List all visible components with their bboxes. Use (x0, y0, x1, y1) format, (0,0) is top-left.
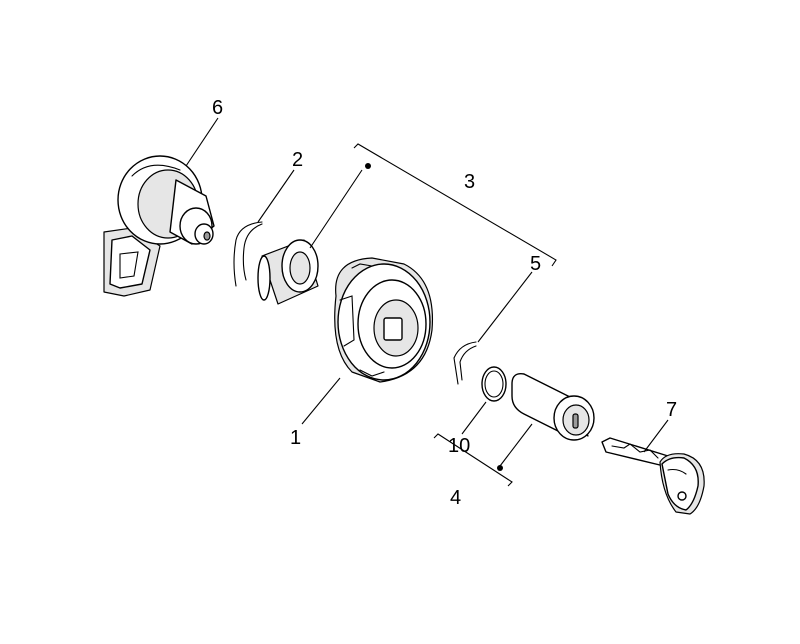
callout-6: 6 (212, 97, 223, 119)
callout-5: 5 (530, 253, 541, 275)
part-7-key (601, 437, 705, 515)
part-5-retaining-clip (453, 341, 477, 385)
callout-numbers: 6 2 3 5 1 10 4 7 (212, 97, 677, 509)
part-4-lock-cylinder (511, 373, 595, 441)
callout-7: 7 (666, 399, 677, 421)
part-10-o-ring (481, 366, 507, 402)
callout-2: 2 (292, 149, 303, 171)
part-2-spring-clip (233, 221, 263, 287)
callout-10: 10 (448, 435, 470, 457)
callout-1: 1 (290, 427, 301, 449)
callout-4: 4 (450, 487, 461, 509)
leader-dot-4 (497, 465, 503, 471)
part-6-ignition-switch (103, 155, 215, 297)
leader-dot-3 (365, 163, 371, 169)
leader-lines (185, 117, 669, 487)
part-1-lock-housing (334, 257, 434, 383)
callout-3: 3 (464, 171, 475, 193)
bushing (257, 239, 319, 305)
